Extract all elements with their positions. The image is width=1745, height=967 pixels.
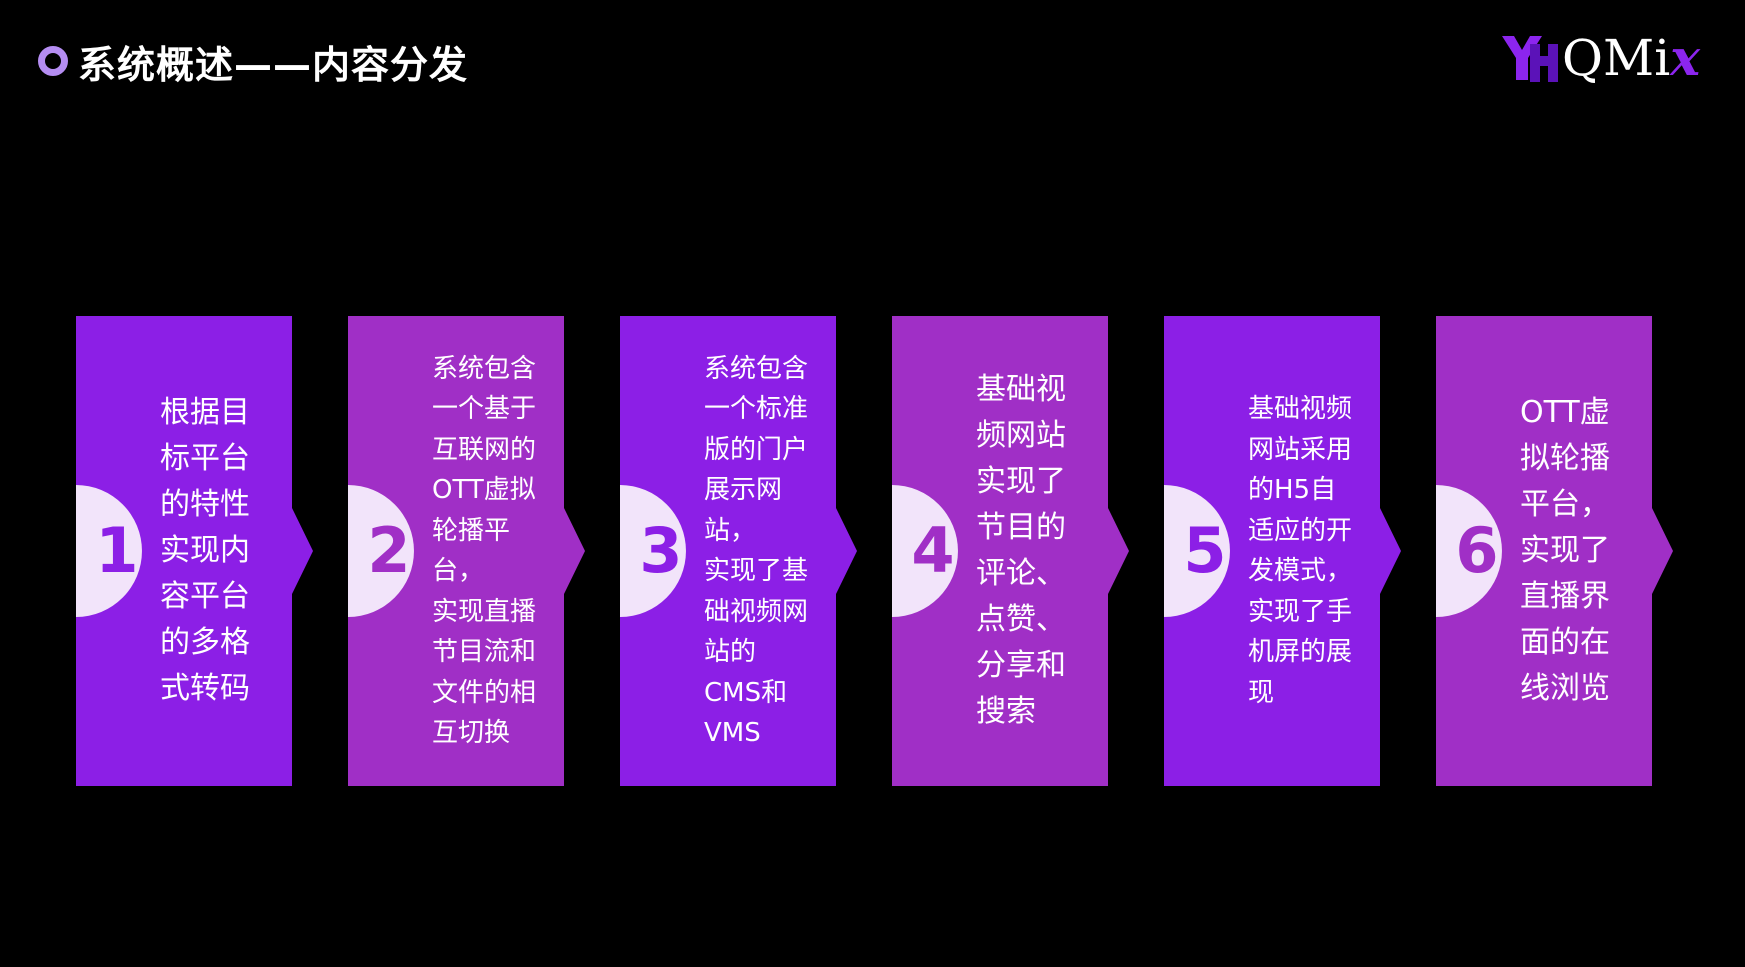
step-arrow-shape xyxy=(348,316,585,786)
step-4: 4 基础视 频网站 实现了 节目的 评论、 点赞、 分享和 搜索 xyxy=(892,316,1132,786)
title-bullet-icon xyxy=(38,46,68,76)
yh-logo-mark-icon xyxy=(1502,36,1558,82)
step-number: 2 xyxy=(367,514,411,587)
brand-logo: QMix xyxy=(1500,30,1700,86)
step-6: 6 OTT虚 拟轮播 平台， 实现了 直播界 面的在 线浏览 xyxy=(1436,316,1676,786)
step-description: 根据目 标平台 的特性 实现内 容平台 的多格 式转码 xyxy=(160,395,250,706)
step-number-disc xyxy=(348,485,414,617)
step-2: 2 系统包含 一个基于 互联网的 OTT虚拟 轮播平台， 实现直播 节目流和 文件… xyxy=(348,316,588,786)
step-arrow-body xyxy=(892,316,1129,786)
logo-x-mark: x xyxy=(1670,28,1700,87)
step-arrow-body xyxy=(1436,316,1673,786)
step-5: 5 基础视频 网站采用 的H5自 适应的开 发模式， 实现了手 机屏的展 现 xyxy=(1164,316,1404,786)
step-arrow-body xyxy=(76,316,313,786)
step-number-disc xyxy=(892,485,958,617)
logo-text: QMix xyxy=(1562,28,1700,87)
step-number-disc xyxy=(76,485,142,617)
step-arrow-shape xyxy=(1164,316,1401,786)
step-number-disc xyxy=(1436,485,1502,617)
step-arrow-shape xyxy=(620,316,857,786)
step-number: 1 xyxy=(95,514,139,587)
step-description: OTT虚 拟轮播 平台， 实现了 直播界 面的在 线浏览 xyxy=(1520,395,1610,706)
step-description: 基础视频 网站采用 的H5自 适应的开 发模式， 实现了手 机屏的展 现 xyxy=(1248,394,1353,708)
step-number: 6 xyxy=(1455,514,1499,587)
step-arrow-body xyxy=(348,316,585,786)
step-description: 系统包含 一个标准 版的门户 展示网站， 实现了基 础视频网 站的 CMS和 V… xyxy=(704,353,809,749)
step-number-disc xyxy=(620,485,686,617)
step-number-disc xyxy=(1164,485,1230,617)
step-number: 5 xyxy=(1183,514,1227,587)
step-arrow-shape xyxy=(1436,316,1673,786)
page-title: 系统概述——内容分发 xyxy=(78,43,469,87)
step-arrow-body xyxy=(620,316,857,786)
step-description: 基础视 频网站 实现了 节目的 评论、 点赞、 分享和 搜索 xyxy=(976,372,1066,729)
step-number: 4 xyxy=(911,514,955,587)
step-3: 3 系统包含 一个标准 版的门户 展示网站， 实现了基 础视频网 站的 CMS和 … xyxy=(620,316,860,786)
step-arrow-shape xyxy=(892,316,1129,786)
step-description: 系统包含 一个基于 互联网的 OTT虚拟 轮播平台， 实现直播 节目流和 文件的… xyxy=(432,353,537,749)
step-arrow-body xyxy=(1164,316,1401,786)
logo-text-main: QMi xyxy=(1562,29,1671,87)
step-number: 3 xyxy=(639,514,683,587)
step-1: 1 根据目 标平台 的特性 实现内 容平台 的多格 式转码 xyxy=(76,316,316,786)
step-arrow-shape xyxy=(76,316,313,786)
